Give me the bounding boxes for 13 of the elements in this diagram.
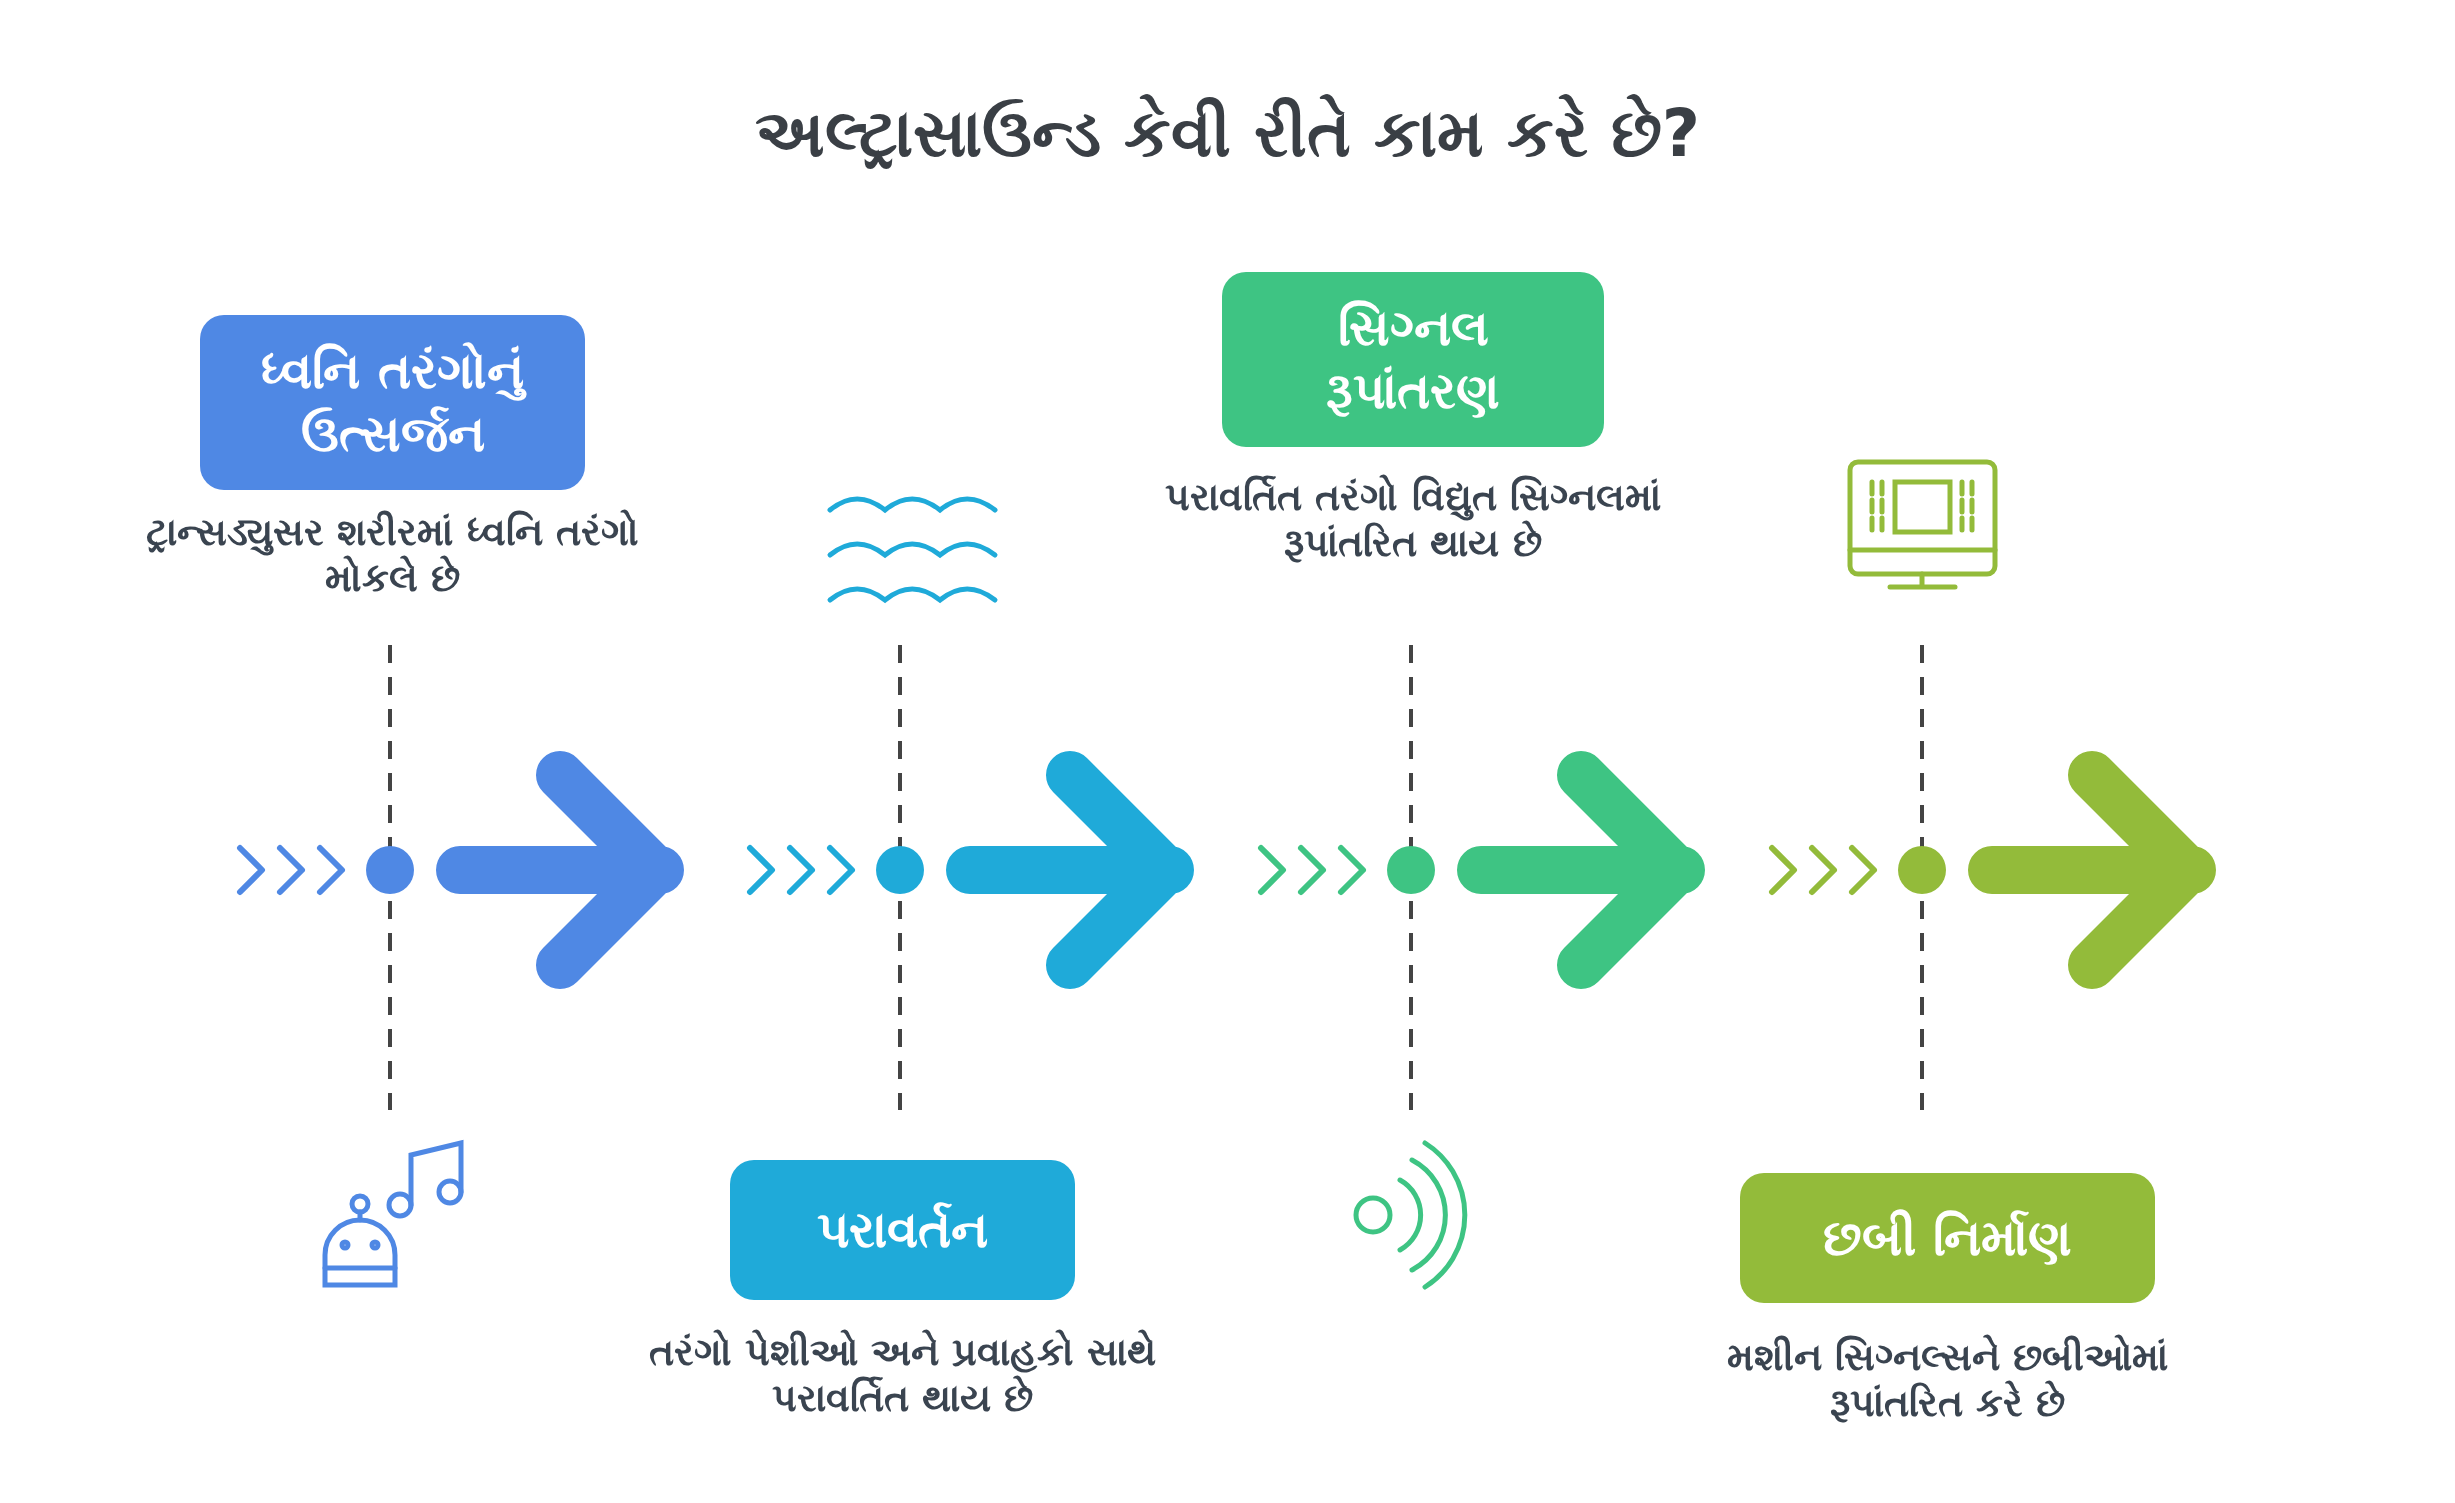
step-title: પરાવર્તન: [817, 1199, 988, 1261]
step-title: છબી નિર્માણ: [1822, 1207, 2073, 1269]
step-description: ટ્રાન્સડ્યુસર શરીરમાં ધ્વનિ તરંગો મોકલે છે: [145, 510, 640, 602]
step-description: તરંગો પેશીઓ અને પ્રવાહકો સાથે પરાવર્તિત થાય છે: [647, 1330, 1158, 1422]
step-title: સિગ્નલ રૂપાંતરણ: [1325, 298, 1501, 422]
step-box: [1740, 1173, 2155, 1303]
step-title: ધ્વનિ તરંગોનું ઉત્સર્જન: [220, 340, 565, 465]
step-box: [1222, 272, 1604, 447]
step-box: [200, 315, 585, 490]
step-description: મશીન સિગ્નલ્સને છબીઓમાં રૂપાંતરિત કરે છે: [1725, 1335, 2170, 1427]
step-box: [730, 1160, 1075, 1300]
step-description: પરાવર્તિત તરંગો વિદ્યુત સિગ્નલમાં રૂપાંતરિત થાય છે: [1164, 475, 1662, 567]
diagram-title: અલ્ટ્રાસાઉન્ડ કેવી રીતે કામ કરે છે?: [753, 95, 1702, 173]
